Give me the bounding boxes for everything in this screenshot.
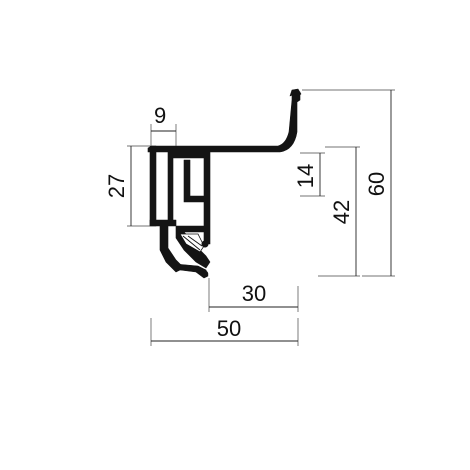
chamber-right-wall bbox=[203, 151, 211, 245]
dim-label-bottom-inner-width: 30 bbox=[242, 281, 266, 306]
chamber-top bbox=[172, 151, 206, 159]
gasket-dot bbox=[201, 270, 209, 278]
dimension-inner-height: 14 bbox=[293, 152, 325, 197]
gasket-dot bbox=[201, 240, 209, 248]
dim-label-inner-height: 14 bbox=[293, 164, 318, 188]
top-flange bbox=[151, 89, 301, 153]
dim-label-left-height: 27 bbox=[104, 174, 129, 198]
hatch-line bbox=[182, 235, 201, 251]
dimension-total-height: 60 bbox=[302, 89, 395, 277]
dimension-left-height: 27 bbox=[104, 145, 150, 227]
slot-frame bbox=[183, 159, 205, 203]
left-lip bbox=[147, 145, 153, 153]
profile-section bbox=[147, 88, 302, 279]
dimension-bottom-inner-width: 30 bbox=[208, 278, 299, 312]
dimension-mid-height: 42 bbox=[318, 146, 360, 277]
hatch-line bbox=[187, 235, 203, 247]
dim-label-top-width: 9 bbox=[154, 103, 166, 128]
dimension-top-width: 9 bbox=[150, 103, 177, 146]
left-wall bbox=[149, 145, 157, 227]
inner-wall bbox=[167, 151, 174, 223]
dim-label-total-height: 60 bbox=[364, 172, 389, 196]
dim-label-bottom-total-width: 50 bbox=[217, 316, 241, 341]
dimension-bottom-total-width: 50 bbox=[150, 316, 299, 346]
dim-label-mid-height: 42 bbox=[329, 200, 354, 224]
top-hook bbox=[289, 88, 302, 97]
